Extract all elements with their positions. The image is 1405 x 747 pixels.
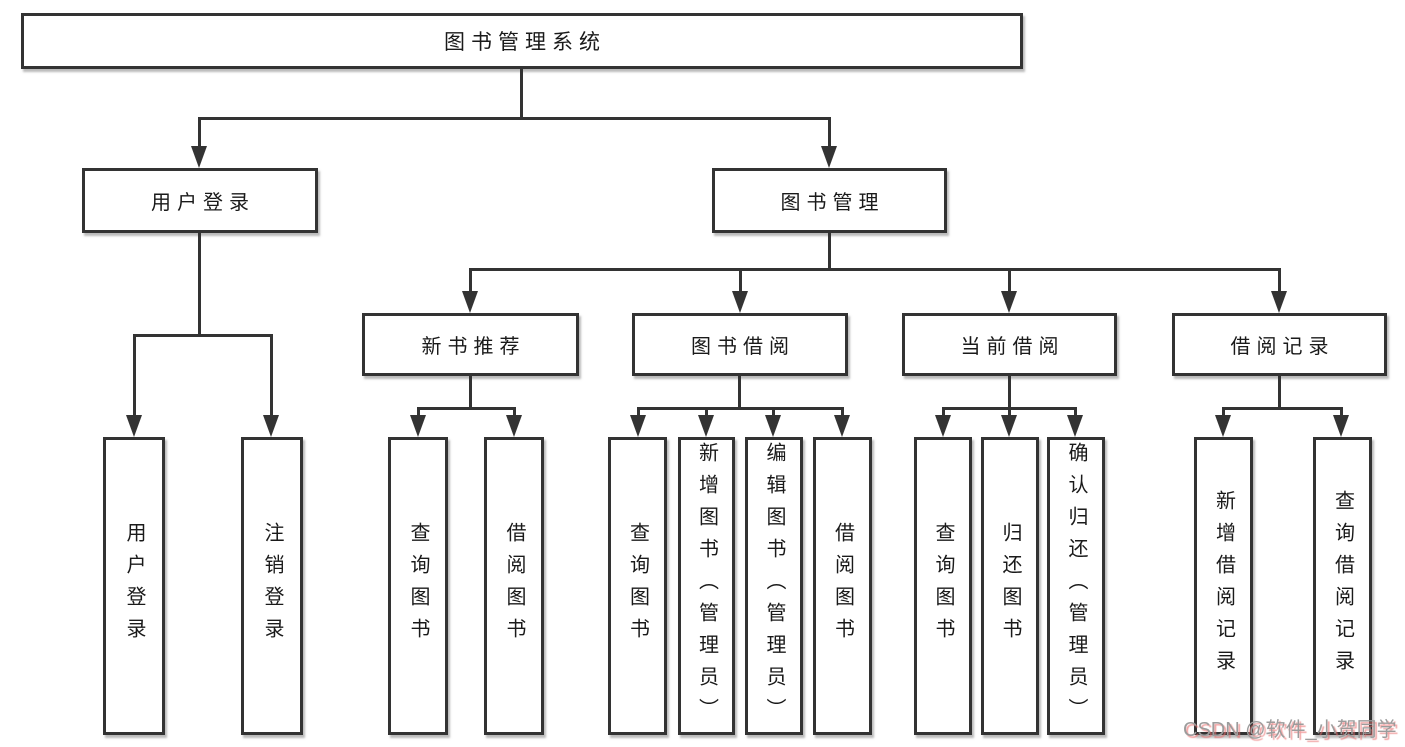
arrowhead-br-add-icon [1215,415,1231,437]
connector-drop-bb-query [637,407,640,417]
node-borrow-record-label: 借阅记录 [1230,336,1335,358]
leaf-record-add-label: 新增借阅记录 [1212,490,1235,682]
arrowhead-current-borrow-icon [1001,291,1017,313]
node-current-borrow: 当前借阅 [902,313,1117,376]
leaf-user-login: 用户登录 [103,437,165,735]
leaf-borrow-borrow-label: 借阅图书 [831,522,854,650]
connector-book-borrow-bus [637,407,844,410]
connector-root-stub [520,69,523,119]
connector-drop-current-borrow [1008,268,1011,293]
connector-borrow-record-stub [1278,376,1281,410]
connector-drop-nb-borrow [513,407,516,417]
arrowhead-br-query-icon [1333,415,1349,437]
node-book-borrow: 图书借阅 [632,313,848,376]
leaf-newbook-query: 查询图书 [388,437,448,735]
connector-drop-borrow-record [1278,268,1281,293]
arrowhead-nb-borrow-icon [506,415,522,437]
arrowhead-new-book-icon [462,291,478,313]
arrowhead-bb-edit-icon [765,415,781,437]
connector-drop-book-mgmt [828,117,831,149]
arrowhead-cb-query-icon [935,415,951,437]
node-root: 图书管理系统 [21,13,1023,69]
leaf-borrow-edit-admin: 编辑图书（管理员） [745,437,803,735]
leaf-record-query: 查询借阅记录 [1313,437,1372,735]
connector-drop-bb-add [705,407,708,417]
connector-drop-user-login [198,117,201,149]
leaf-newbook-borrow: 借阅图书 [484,437,544,735]
arrowhead-bb-query-icon [630,415,646,437]
node-book-mgmt-label: 图书管理 [780,192,885,214]
node-new-book: 新书推荐 [362,313,579,376]
node-new-book-label: 新书推荐 [421,336,526,358]
connector-drop-nb-query [417,407,420,417]
node-user-login: 用户登录 [82,168,318,233]
node-current-borrow-label: 当前借阅 [960,336,1065,358]
leaf-borrow-query: 查询图书 [608,437,667,735]
leaf-current-confirm-admin-label: 确认归还（管理员） [1065,442,1087,730]
connector-drop-cb-return [1008,407,1011,417]
arrowhead-book-borrow-icon [732,291,748,313]
arrowhead-nb-query-icon [410,415,426,437]
arrowhead-cb-confirm-icon [1067,415,1083,437]
node-user-login-label: 用户登录 [151,192,255,214]
arrowhead-bb-borrow-icon [834,415,850,437]
node-book-mgmt: 图书管理 [712,168,947,233]
arrowhead-leaf-user-login-icon [126,415,142,437]
leaf-record-add: 新增借阅记录 [1194,437,1253,735]
leaf-borrow-borrow: 借阅图书 [813,437,872,735]
arrowhead-borrow-record-icon [1271,291,1287,313]
connector-user-login-stub [198,233,201,336]
arrowhead-leaf-logout-icon [263,415,279,437]
connector-book-mgmt-stub [828,233,831,271]
connector-new-book-stub [469,376,472,410]
connector-drop-leaf-user-login [133,334,136,417]
arrowhead-bb-add-icon [698,415,714,437]
arrowhead-book-mgmt-icon [821,146,837,168]
connector-drop-book-borrow [739,268,742,293]
leaf-newbook-query-label: 查询图书 [407,522,429,650]
arrowhead-user-login-icon [191,146,207,168]
connector-drop-leaf-logout [270,334,273,417]
leaf-current-query-label: 查询图书 [932,522,954,650]
leaf-newbook-borrow-label: 借阅图书 [503,522,525,650]
leaf-borrow-add-admin-label: 新增图书（管理员） [695,442,718,730]
connector-drop-new-book [469,268,472,293]
connector-borrow-record-bus [1222,407,1343,410]
connector-drop-bb-edit [772,407,775,417]
connector-level3-bus [469,268,1281,271]
leaf-borrow-query-label: 查询图书 [626,522,649,650]
leaf-current-return: 归还图书 [981,437,1039,735]
connector-user-login-bus [133,334,273,337]
connector-drop-br-add [1222,407,1225,417]
connector-new-book-bus [417,407,516,410]
leaf-user-login-label: 用户登录 [123,522,145,650]
node-book-borrow-label: 图书借阅 [691,336,795,358]
connector-drop-br-query [1340,407,1343,417]
leaf-borrow-edit-admin-label: 编辑图书（管理员） [763,442,785,730]
connector-level2-bus [198,117,831,120]
leaf-current-confirm-admin: 确认归还（管理员） [1047,437,1105,735]
node-root-label: 图书管理系统 [444,31,606,54]
connector-drop-bb-borrow [841,407,844,417]
leaf-logout-label: 注销登录 [261,522,283,650]
connector-book-borrow-stub [738,376,741,410]
leaf-current-query: 查询图书 [914,437,972,735]
leaf-borrow-add-admin: 新增图书（管理员） [678,437,735,735]
node-borrow-record: 借阅记录 [1172,313,1387,376]
leaf-record-query-label: 查询借阅记录 [1331,490,1354,682]
connector-drop-cb-confirm [1074,407,1077,417]
connector-drop-cb-query [942,407,945,417]
connector-current-borrow-stub [1008,376,1011,410]
csdn-watermark: CSDN @软件_小贺同学 [1183,719,1397,741]
leaf-current-return-label: 归还图书 [999,522,1021,650]
leaf-logout: 注销登录 [241,437,303,735]
arrowhead-cb-return-icon [1001,415,1017,437]
